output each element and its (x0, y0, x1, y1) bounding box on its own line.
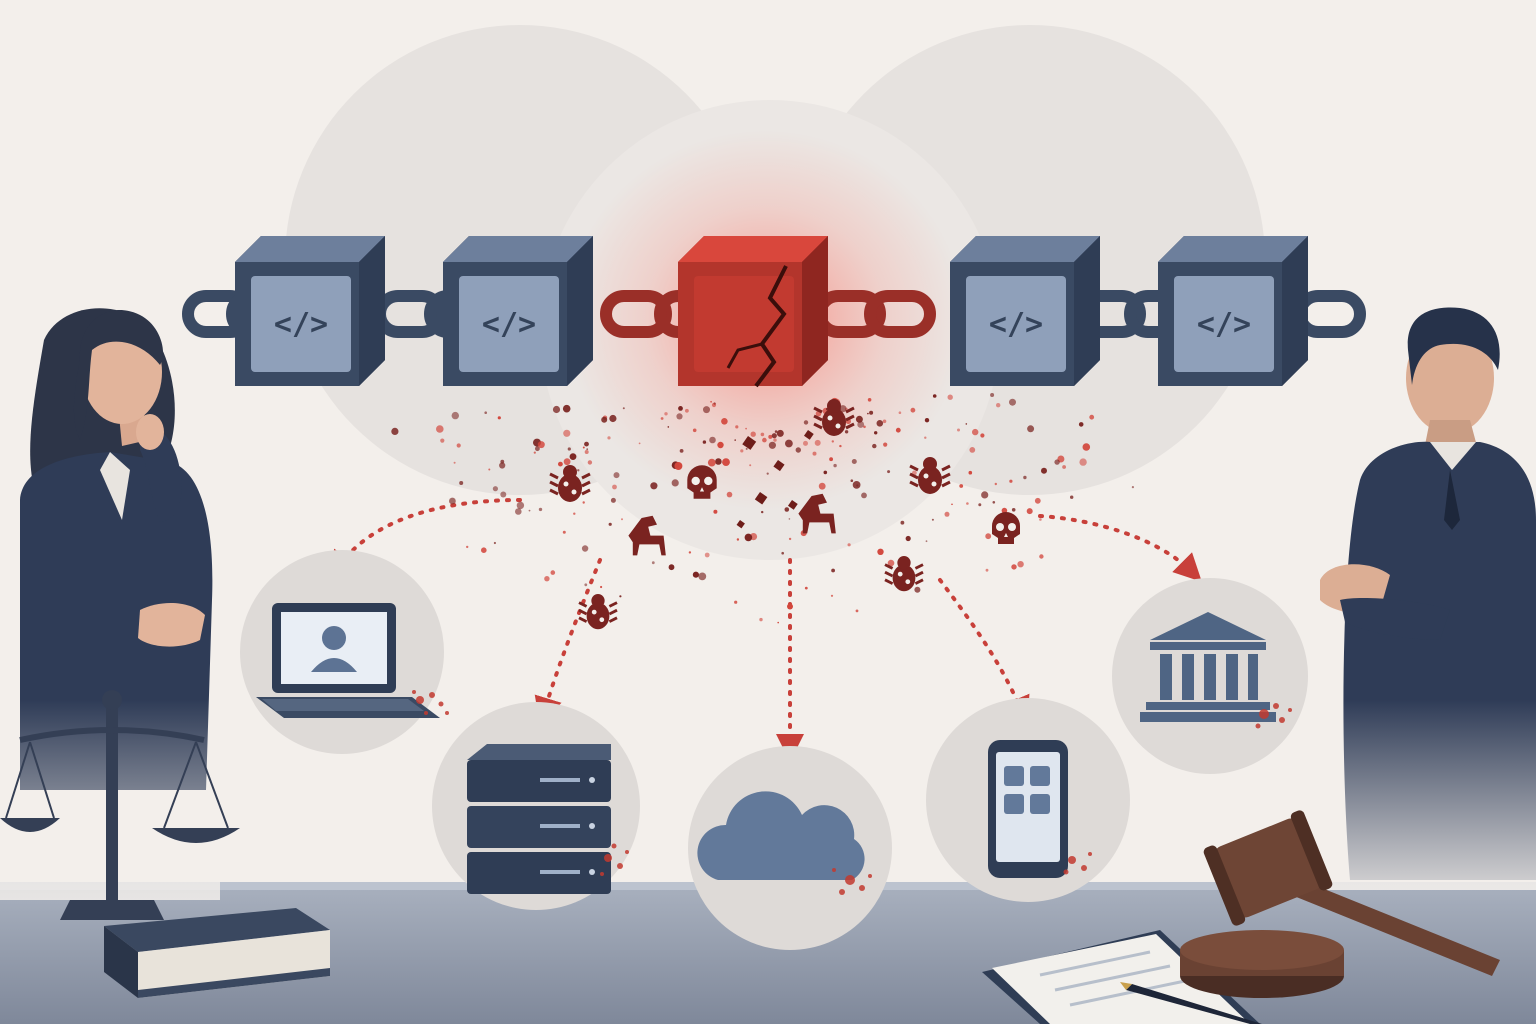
block-4: </> (950, 236, 1100, 386)
attack-arrow (330, 498, 522, 580)
block-1: </> (235, 236, 385, 386)
skull-icon (687, 465, 717, 499)
bug-icon (909, 457, 951, 494)
pen (1120, 982, 1262, 1024)
laptop-user-target (240, 550, 449, 754)
attack-paths (330, 498, 1202, 762)
threat-icons (549, 399, 1020, 630)
scales-of-justice (0, 690, 240, 920)
chain-link (1294, 290, 1366, 338)
skull-icon (992, 512, 1020, 544)
chain-link (864, 290, 936, 338)
cloud-target (688, 746, 892, 950)
bug-icon (578, 594, 618, 630)
debris-particles (391, 393, 1134, 624)
laptop-icon (256, 603, 440, 718)
code-symbol: </> (482, 307, 536, 342)
block-3-compromised (678, 236, 828, 388)
blockchain: </> </> </> </> (235, 236, 1308, 388)
server-icon (467, 744, 611, 894)
bug-icon (813, 399, 855, 436)
bank-building-icon (1140, 612, 1276, 722)
bug-icon (549, 465, 591, 502)
block-2: </> (443, 236, 593, 386)
trojan-horse-icon (628, 515, 666, 556)
block-5: </> (1158, 236, 1308, 386)
bug-icon (884, 556, 924, 592)
institution-target (1112, 578, 1308, 774)
cloud-icon (697, 791, 865, 880)
gavel (1180, 810, 1500, 998)
mobile-device-target (926, 698, 1130, 902)
law-book (104, 908, 330, 998)
trojan-horse-icon (798, 493, 836, 534)
code-symbol: </> (1197, 307, 1251, 342)
attack-arrow (938, 578, 1030, 725)
server-stack-target (432, 702, 640, 910)
attack-arrow (534, 558, 602, 726)
smartphone-icon (988, 740, 1068, 878)
man-in-suit (1310, 307, 1536, 890)
code-symbol: </> (274, 307, 328, 342)
attack-arrow (1038, 514, 1202, 582)
code-symbol: </> (989, 307, 1043, 342)
target-systems (240, 550, 1308, 950)
